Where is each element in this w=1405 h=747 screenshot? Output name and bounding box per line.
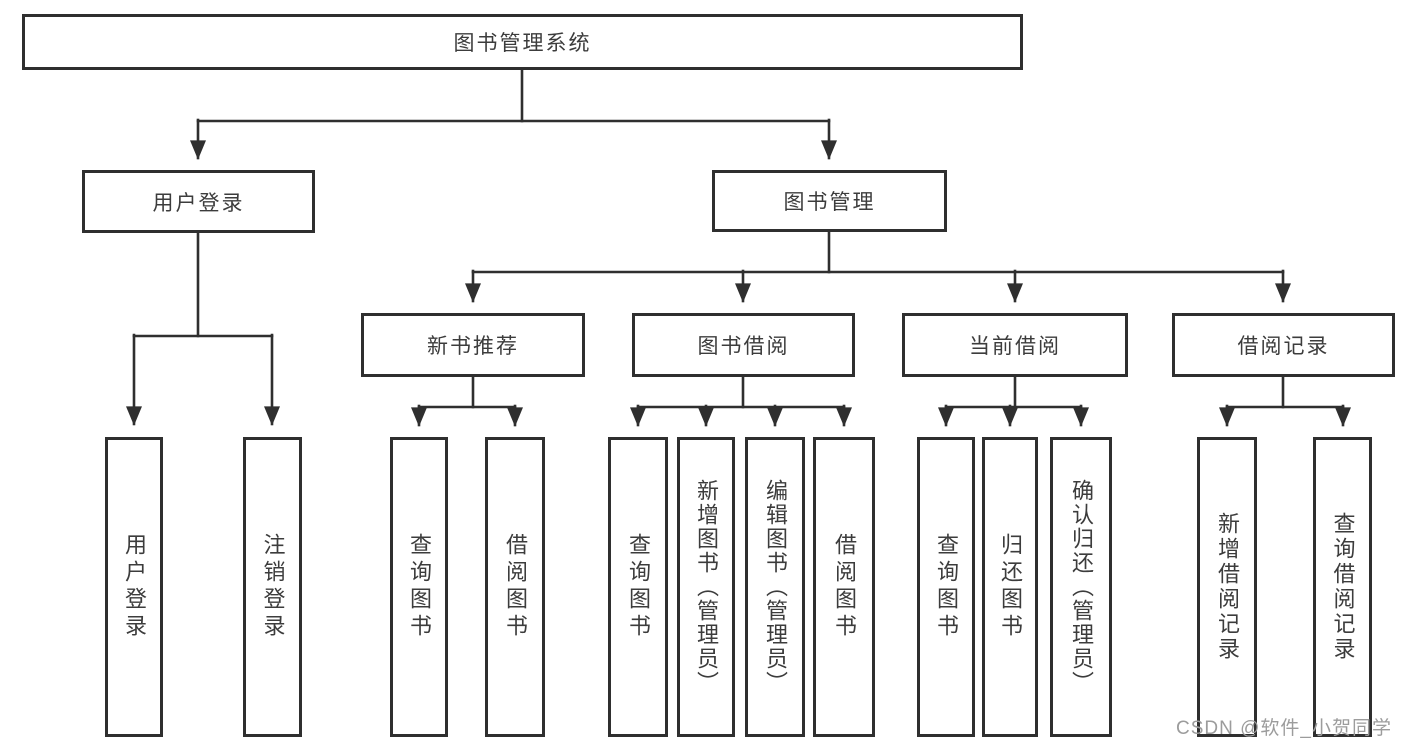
leaf-borrow-books: 借阅图书 <box>813 437 875 737</box>
leaf-return-books: 归还图书 <box>982 437 1038 737</box>
leaf-query-books-current: 查询图书 <box>917 437 975 737</box>
node-borrow-records: 借阅记录 <box>1172 313 1395 377</box>
leaf-edit-books-admin: 编辑图书（管理员） <box>745 437 805 737</box>
node-user-login: 用户登录 <box>82 170 315 233</box>
node-book-management-label: 图书管理 <box>783 191 876 214</box>
node-root: 图书管理系统 <box>22 14 1023 70</box>
node-user-login-label: 用户登录 <box>152 191 245 215</box>
leaf-query-books-recommend: 查询图书 <box>390 437 448 737</box>
node-current-borrow: 当前借阅 <box>902 313 1128 377</box>
leaf-query-borrow-record: 查询借阅记录 <box>1313 437 1372 737</box>
leaf-user-login: 用户登录 <box>105 437 163 737</box>
node-book-borrow-label: 图书借阅 <box>697 335 790 358</box>
node-borrow-records-label: 借阅记录 <box>1237 335 1330 358</box>
leaf-borrow-books-recommend: 借阅图书 <box>485 437 545 737</box>
csdn-watermark: CSDN @软件_小贺同学 <box>1176 718 1392 739</box>
node-current-borrow-label: 当前借阅 <box>969 335 1061 358</box>
node-book-borrow: 图书借阅 <box>632 313 855 377</box>
leaf-logout: 注销登录 <box>243 437 302 737</box>
leaf-query-books-borrow: 查询图书 <box>608 437 668 737</box>
node-new-book-recommend-label: 新书推荐 <box>427 335 519 358</box>
node-root-label: 图书管理系统 <box>453 32 592 55</box>
node-book-management: 图书管理 <box>712 170 947 232</box>
leaf-add-borrow-record: 新增借阅记录 <box>1197 437 1257 737</box>
leaf-confirm-return-admin: 确认归还（管理员） <box>1050 437 1112 737</box>
node-new-book-recommend: 新书推荐 <box>361 313 585 377</box>
leaf-add-books-admin: 新增图书（管理员） <box>677 437 735 737</box>
